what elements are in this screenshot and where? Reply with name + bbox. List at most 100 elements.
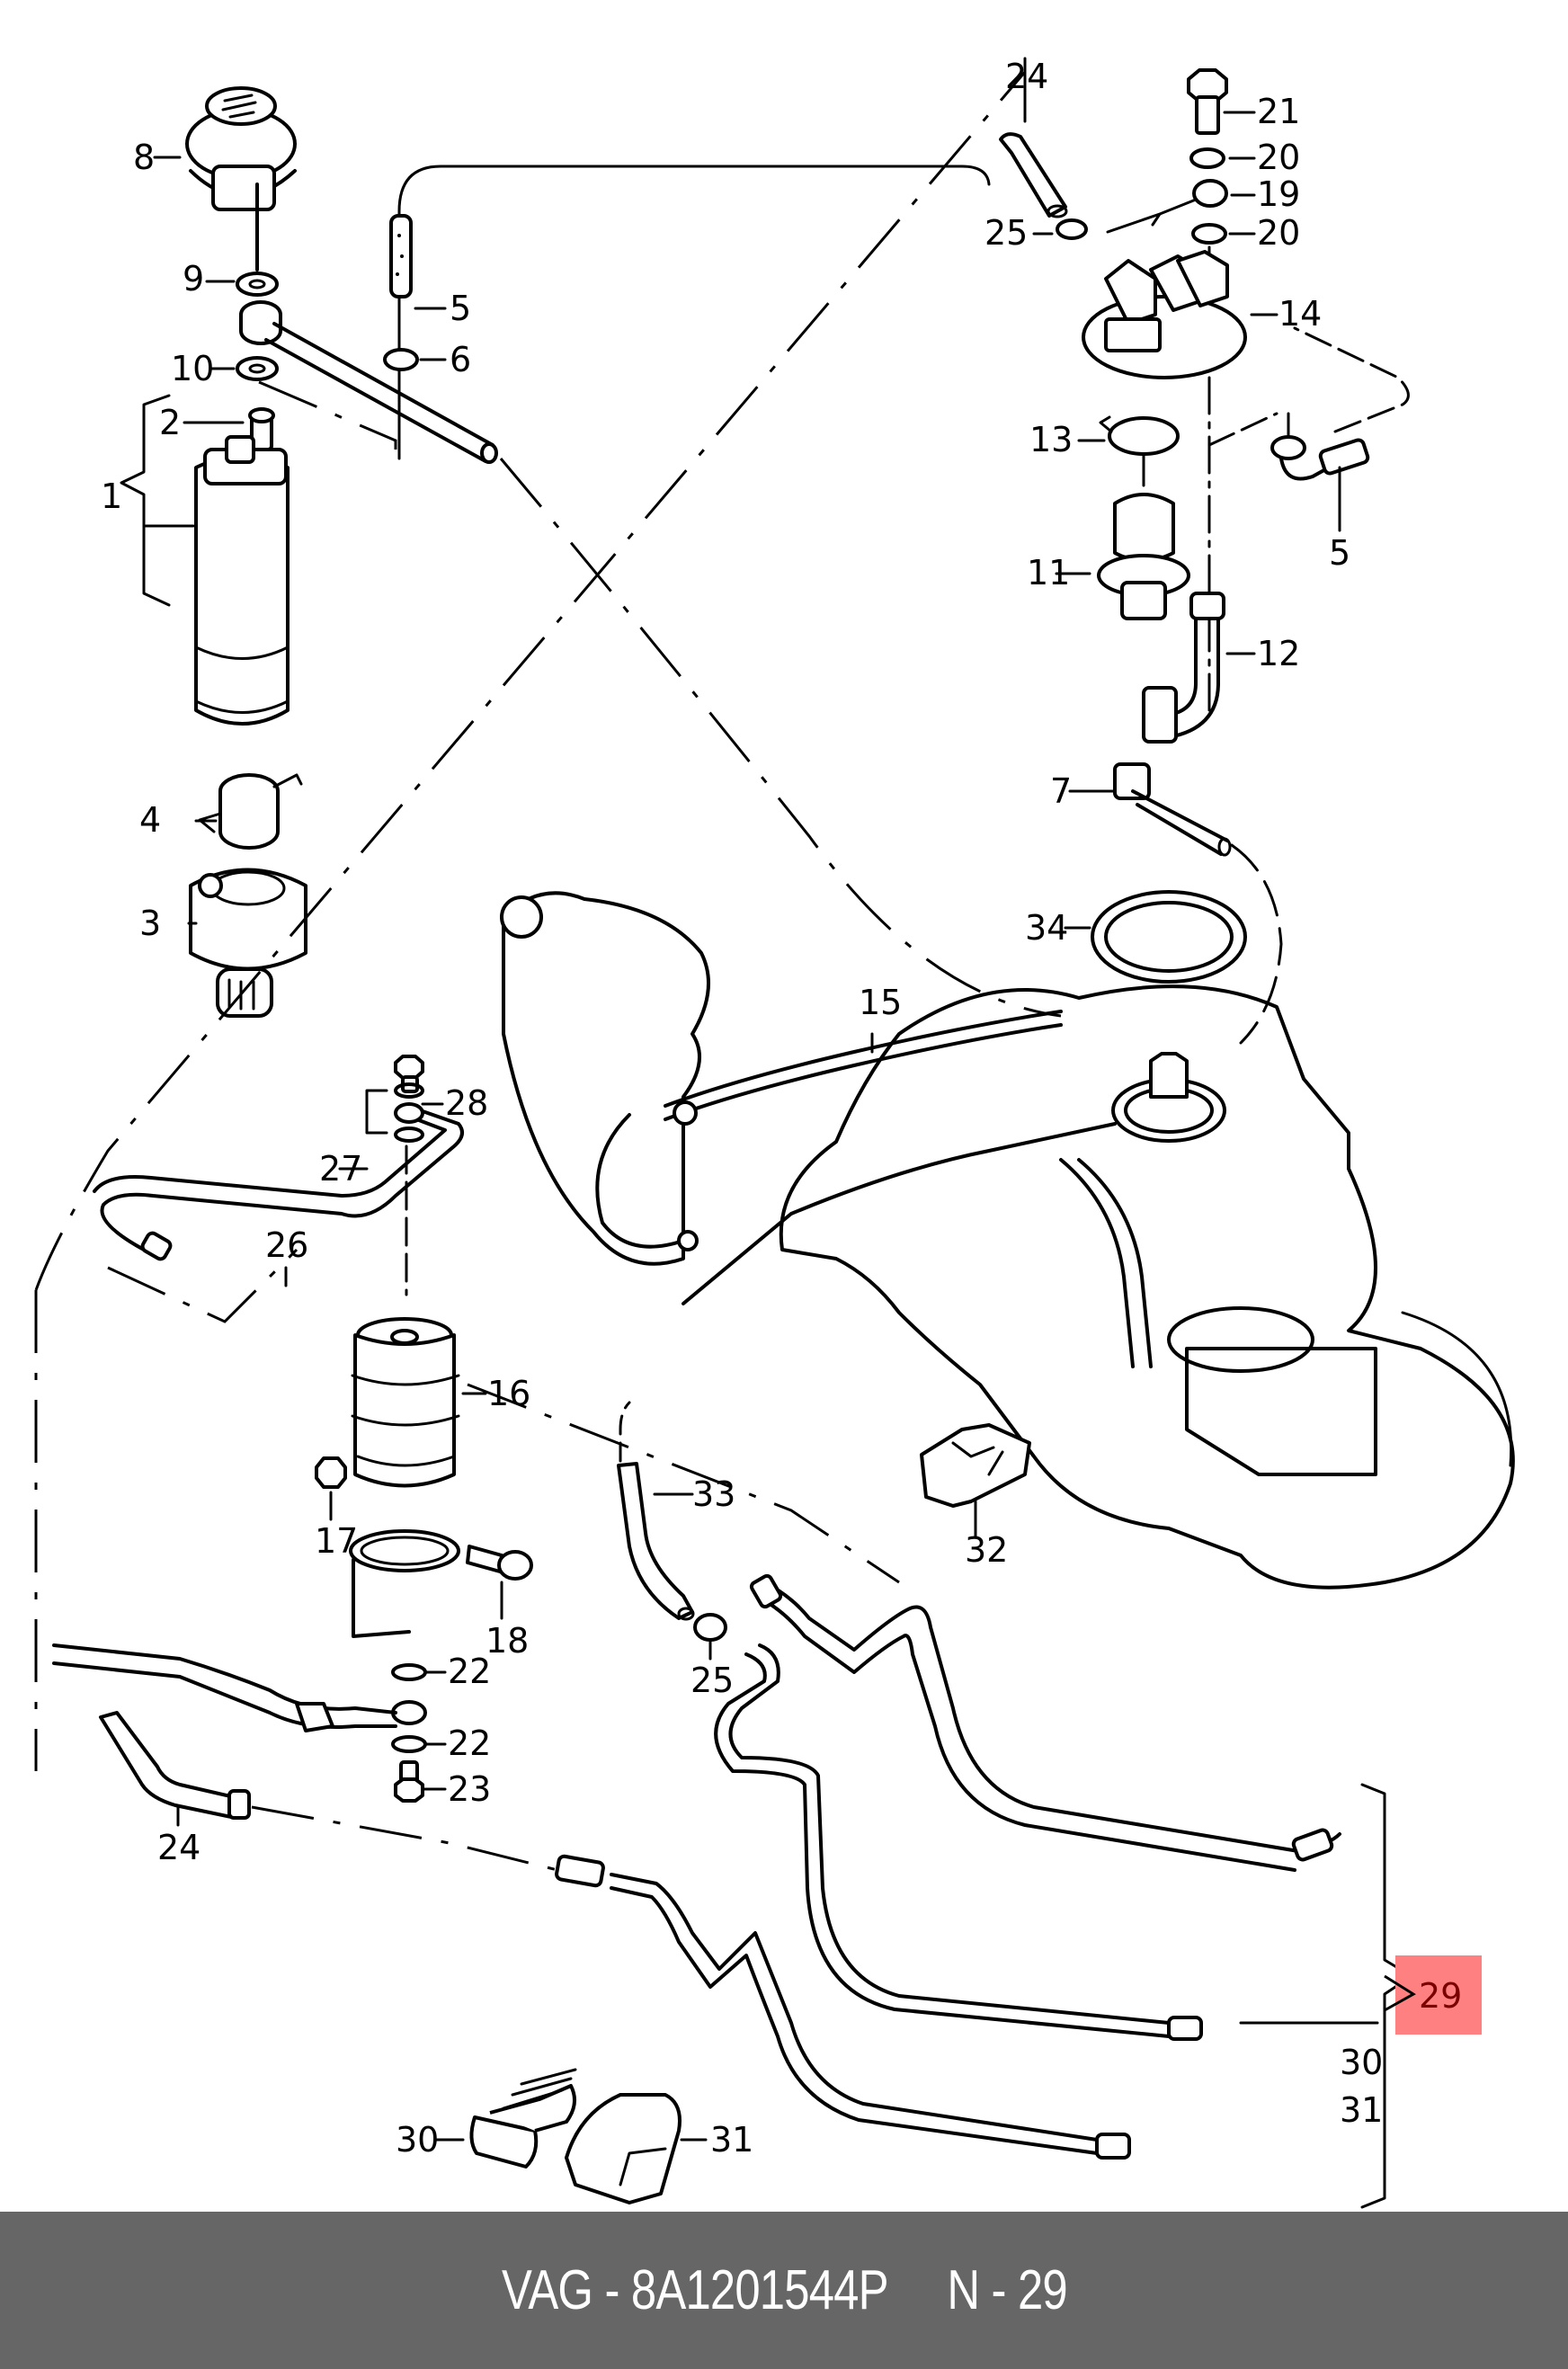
dash-line bbox=[619, 1401, 631, 1463]
callout-33[interactable]: 33 bbox=[692, 1474, 735, 1514]
callout-12[interactable]: 12 bbox=[1257, 634, 1300, 673]
callout-29-highlight[interactable]: 29 bbox=[1384, 1955, 1482, 2035]
part-24-hose-lower[interactable] bbox=[99, 1711, 251, 1820]
callout-13[interactable]: 13 bbox=[1029, 420, 1073, 459]
callout-5[interactable]: 5 bbox=[1329, 533, 1350, 573]
callout-arrow bbox=[1384, 1974, 1416, 2012]
callout-18[interactable]: 18 bbox=[486, 1621, 529, 1661]
callout-8[interactable]: 8 bbox=[133, 138, 155, 177]
callout-17[interactable]: 17 bbox=[315, 1521, 358, 1561]
part-15-fuel-lines[interactable] bbox=[595, 1010, 1153, 1368]
callout-4[interactable]: 4 bbox=[139, 800, 161, 840]
callout-30[interactable]: 30 bbox=[396, 2120, 439, 2160]
spacer bbox=[886, 2259, 947, 2321]
dash-line bbox=[258, 380, 397, 450]
bracket-27 bbox=[365, 1089, 388, 1135]
position-label: N bbox=[946, 2259, 980, 2321]
callout-20[interactable]: 20 bbox=[1257, 138, 1300, 177]
part-21-bolt[interactable] bbox=[1187, 68, 1228, 135]
part-26-pipe[interactable] bbox=[93, 1109, 464, 1261]
callout-11[interactable]: 11 bbox=[1027, 553, 1070, 592]
fuel-tank bbox=[500, 891, 1515, 1590]
callout-27[interactable]: 27 bbox=[319, 1149, 362, 1189]
callout-25[interactable]: 25 bbox=[690, 1661, 734, 1700]
part-18-bolt[interactable] bbox=[466, 1545, 533, 1581]
callout-29[interactable]: 29 bbox=[1419, 1976, 1462, 2016]
part-20-washer-upper[interactable] bbox=[1189, 147, 1225, 169]
part-20-washer-lower[interactable] bbox=[1191, 223, 1227, 245]
part-5-hose[interactable] bbox=[389, 214, 413, 298]
part-10-washer[interactable] bbox=[236, 356, 279, 381]
callout-32[interactable]: 32 bbox=[965, 1530, 1008, 1570]
callout-14[interactable]: 14 bbox=[1278, 294, 1322, 334]
part-33-hose[interactable] bbox=[617, 1462, 695, 1621]
part-32-clip[interactable] bbox=[920, 1423, 1031, 1508]
part-17-nut[interactable] bbox=[315, 1456, 347, 1489]
callout-26[interactable]: 26 bbox=[265, 1225, 308, 1265]
part-16-fuel-filter[interactable] bbox=[351, 1317, 460, 1488]
hose-line bbox=[1230, 843, 1283, 1045]
callout-24[interactable]: 24 bbox=[157, 1828, 200, 1867]
part-2-check-valve[interactable] bbox=[248, 407, 275, 451]
position-number: 29 bbox=[1017, 2259, 1068, 2321]
callout-2[interactable]: 2 bbox=[159, 403, 181, 442]
footer-text: VAG - 8A1201544P N - 29 bbox=[501, 2258, 1068, 2322]
part-29-fuel-lines bbox=[555, 1573, 1341, 2160]
callout-24[interactable]: 24 bbox=[1005, 57, 1048, 96]
callout-3[interactable]: 3 bbox=[139, 904, 161, 943]
part-4-retainer[interactable] bbox=[198, 773, 303, 850]
part-info-footer: VAG - 8A1201544P N - 29 bbox=[0, 2212, 1568, 2369]
part-22-washer-upper[interactable] bbox=[391, 1663, 427, 1681]
callout-25[interactable]: 25 bbox=[984, 213, 1028, 253]
callout-23[interactable]: 23 bbox=[448, 1769, 491, 1809]
hose-line bbox=[397, 165, 991, 460]
part-7-elbow[interactable] bbox=[1113, 762, 1232, 857]
bracket-1 bbox=[120, 394, 171, 607]
pipe-banjo-lower bbox=[52, 1643, 427, 1732]
part-22-washer-lower[interactable] bbox=[391, 1735, 427, 1753]
part-11-pressure-regulator[interactable] bbox=[1097, 493, 1190, 620]
part-8-cap[interactable] bbox=[185, 86, 297, 211]
part-12-pipe[interactable] bbox=[1142, 592, 1225, 744]
brand-label: VAG bbox=[501, 2259, 593, 2321]
part-34-seal-ring[interactable] bbox=[1091, 890, 1247, 984]
part-25-clamp-top[interactable] bbox=[1056, 218, 1088, 240]
callout-31[interactable]: 31 bbox=[1340, 2090, 1383, 2130]
callout-21[interactable]: 21 bbox=[1257, 92, 1300, 131]
callout-30[interactable]: 30 bbox=[1340, 2043, 1383, 2082]
part-14-flange[interactable] bbox=[1082, 250, 1247, 379]
part-19-banjo[interactable] bbox=[1106, 179, 1228, 234]
callout-labels: 8 9 10 2 1 5 6 4 3 24 25 21 20 19 20 14 … bbox=[101, 57, 1383, 2160]
leader-lines bbox=[153, 57, 1341, 2142]
callout-22[interactable]: 22 bbox=[448, 1723, 491, 1763]
part-24-hose-top[interactable] bbox=[999, 132, 1068, 218]
part-23-bolt[interactable] bbox=[394, 1760, 424, 1803]
dash-line bbox=[467, 1383, 900, 1584]
part-6-clamp[interactable] bbox=[383, 348, 419, 371]
part-25-clamp-lower[interactable] bbox=[693, 1613, 727, 1642]
position-separator: - bbox=[978, 2259, 1018, 2321]
callout-6[interactable]: 6 bbox=[450, 340, 471, 379]
callout-34[interactable]: 34 bbox=[1025, 908, 1068, 948]
part-5-hose-right[interactable] bbox=[1270, 435, 1370, 481]
part-1-fuel-pump[interactable] bbox=[194, 435, 290, 726]
callout-10[interactable]: 10 bbox=[171, 349, 214, 388]
part-number: 8A1201544P bbox=[630, 2259, 887, 2321]
part-3-connector[interactable] bbox=[189, 868, 307, 1018]
part-31-clip[interactable] bbox=[565, 2093, 682, 2204]
dash-line bbox=[107, 1248, 298, 1323]
callout-28[interactable]: 28 bbox=[445, 1083, 488, 1123]
callout-31[interactable]: 31 bbox=[710, 2120, 753, 2160]
part-30-clip[interactable] bbox=[469, 2068, 577, 2169]
part-9-washer[interactable] bbox=[236, 272, 279, 297]
callout-15[interactable]: 15 bbox=[859, 983, 902, 1022]
callout-7[interactable]: 7 bbox=[1050, 771, 1072, 811]
callout-20[interactable]: 20 bbox=[1257, 213, 1300, 253]
callout-16[interactable]: 16 bbox=[487, 1374, 530, 1413]
callout-19[interactable]: 19 bbox=[1257, 174, 1300, 214]
callout-1[interactable]: 1 bbox=[101, 476, 122, 516]
callout-9[interactable]: 9 bbox=[183, 259, 204, 298]
callout-5[interactable]: 5 bbox=[450, 289, 471, 328]
callout-22[interactable]: 22 bbox=[448, 1652, 491, 1691]
part-13-clamp[interactable] bbox=[1099, 415, 1180, 456]
